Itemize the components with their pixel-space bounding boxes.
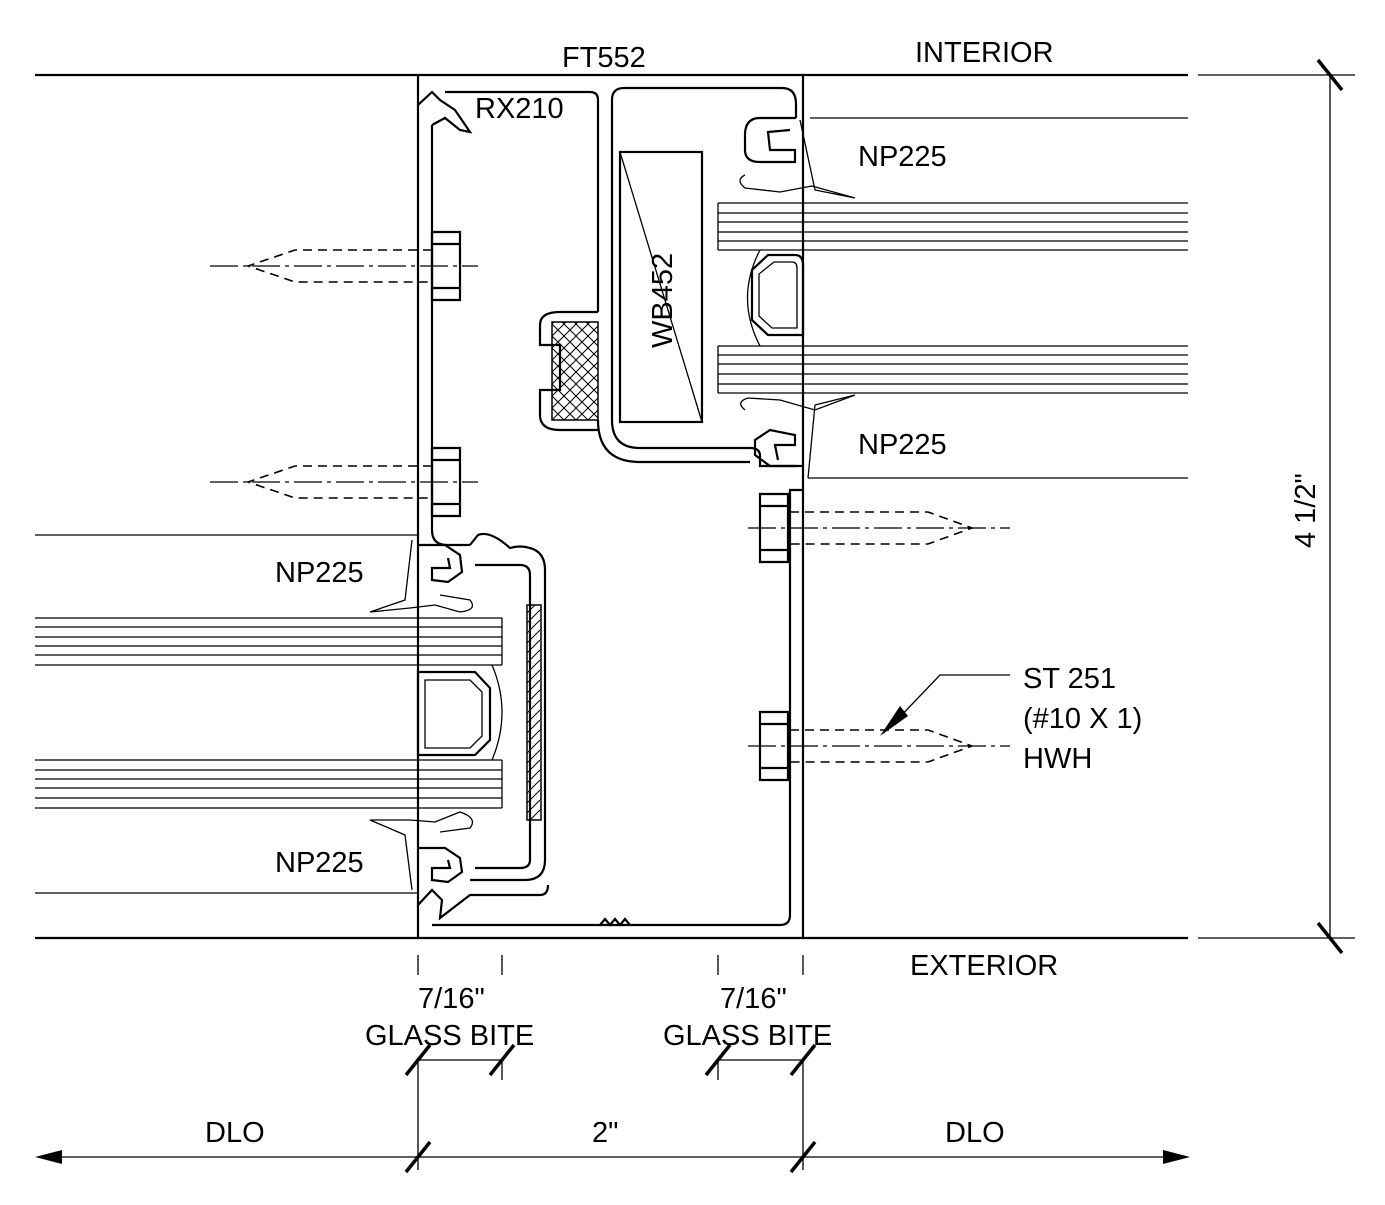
face-dimension-line	[35, 1060, 1190, 1174]
label-glass-bite-value-left: 7/16"	[418, 983, 485, 1015]
label-np225-lower-right: NP225	[858, 429, 947, 461]
screw-left-lower	[210, 446, 478, 518]
label-dlo-right: DLO	[945, 1117, 1005, 1149]
label-glass-bite-left: GLASS BITE	[365, 1020, 534, 1052]
label-glass-bite-value-right: 7/16"	[720, 983, 787, 1015]
depth-dimension	[1198, 58, 1355, 955]
label-ft552: FT552	[562, 42, 646, 74]
label-glass-bite-right: GLASS BITE	[663, 1020, 832, 1052]
label-interior: INTERIOR	[915, 37, 1054, 69]
glass-bite-dimension-left	[404, 955, 516, 1080]
label-np225-upper-right: NP225	[858, 141, 947, 173]
label-wb452: WB452	[647, 253, 679, 348]
np225-gasket-lower-left	[369, 811, 474, 891]
label-exterior: EXTERIOR	[910, 950, 1058, 982]
label-np225-upper-left: NP225	[275, 557, 364, 589]
label-rx210: RX210	[475, 93, 564, 125]
glass-bite-dimension-right	[704, 955, 817, 1080]
label-face-dim: 2"	[592, 1117, 618, 1149]
screw-left-upper	[210, 230, 478, 302]
np225-gasket-upper-right	[739, 116, 1188, 199]
screw-right-upper	[748, 492, 1010, 564]
label-np225-lower-left: NP225	[275, 847, 364, 879]
wb452-block	[618, 150, 704, 424]
glass-unit-left	[35, 534, 503, 894]
label-st251-head: HWH	[1023, 743, 1092, 775]
np225-gasket-upper-left	[369, 539, 474, 613]
screw-right-lower	[748, 710, 1010, 782]
thermal-break-block	[538, 310, 599, 432]
label-dlo-left: DLO	[205, 1117, 265, 1149]
ft552-frame	[416, 73, 805, 940]
glass-unit-right	[717, 202, 1188, 394]
np225-gasket-lower-right	[740, 394, 1188, 479]
st251-leader	[880, 674, 1010, 736]
label-st251-size: (#10 X 1)	[1023, 703, 1142, 735]
label-depth-dim: 4 1/2"	[1290, 473, 1322, 548]
pressure-cover	[475, 563, 542, 870]
label-st251: ST 251	[1023, 663, 1116, 695]
